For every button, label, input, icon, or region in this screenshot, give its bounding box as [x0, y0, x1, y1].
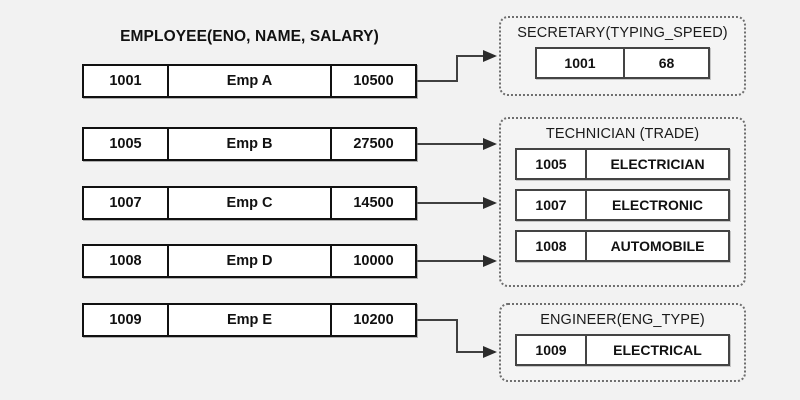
employee-table-title: EMPLOYEE(ENO, NAME, SALARY)	[120, 28, 379, 45]
panel-engineer: ENGINEER(ENG_TYPE) 1009 ELECTRICAL	[499, 303, 746, 382]
technician-eno-cell: 1005	[517, 150, 587, 178]
technician-trade-cell: ELECTRONIC	[612, 197, 703, 213]
employee-eno-cell: 1001	[84, 66, 169, 96]
panel-title-engineer: ENGINEER(ENG_TYPE)	[540, 312, 705, 328]
secretary-typing-speed-cell: 68	[658, 55, 675, 71]
connector-1001-to-secretary	[417, 50, 497, 82]
employee-salary-cell: 27500	[353, 136, 394, 152]
technician-trade-cell: ELECTRICIAN	[610, 156, 705, 172]
technician-row[interactable]: 1008 AUTOMOBILE	[515, 230, 730, 262]
technician-trade-cell: AUTOMOBILE	[610, 238, 705, 254]
employee-name-cell: Emp B	[169, 129, 332, 159]
employee-salary-cell: 10000	[353, 253, 394, 269]
employee-name-cell: Emp E	[169, 305, 332, 335]
employee-salary-cell: 10200	[353, 312, 394, 328]
technician-eno-cell: 1007	[517, 191, 587, 219]
employee-row[interactable]: 1001 Emp A 10500	[82, 64, 417, 98]
secretary-eno-cell: 1001	[537, 49, 625, 77]
employee-salary-cell: 14500	[353, 195, 394, 211]
technician-row[interactable]: 1007 ELECTRONIC	[515, 189, 730, 221]
technician-eno-cell: 1008	[517, 232, 587, 260]
employee-salary-cell: 10500	[353, 73, 394, 89]
employee-row[interactable]: 1009 Emp E 10200	[82, 303, 417, 337]
employee-eno-cell: 1007	[84, 188, 169, 218]
connector-1009-to-engineer	[417, 319, 497, 358]
employee-row[interactable]: 1007 Emp C 14500	[82, 186, 417, 220]
panel-title-secretary: SECRETARY(TYPING_SPEED)	[517, 25, 728, 41]
engineer-eno-cell: 1009	[517, 336, 587, 364]
panel-secretary: SECRETARY(TYPING_SPEED) 1001 68	[499, 16, 746, 96]
panel-technician: TECHNICIAN (TRADE) 1005 ELECTRICIAN 1007…	[499, 117, 746, 287]
engineer-eng-type-cell: ELECTRICAL	[613, 342, 702, 358]
technician-row[interactable]: 1005 ELECTRICIAN	[515, 148, 730, 180]
secretary-row[interactable]: 1001 68	[535, 47, 710, 79]
employee-name-cell: Emp C	[169, 188, 332, 218]
employee-row[interactable]: 1005 Emp B 27500	[82, 127, 417, 161]
employee-eno-cell: 1005	[84, 129, 169, 159]
employee-eno-cell: 1009	[84, 305, 169, 335]
employee-name-cell: Emp D	[169, 246, 332, 276]
panel-title-technician: TECHNICIAN (TRADE)	[545, 126, 700, 142]
employee-name-cell: Emp A	[169, 66, 332, 96]
employee-row[interactable]: 1008 Emp D 10000	[82, 244, 417, 278]
engineer-row[interactable]: 1009 ELECTRICAL	[515, 334, 730, 366]
employee-eno-cell: 1008	[84, 246, 169, 276]
